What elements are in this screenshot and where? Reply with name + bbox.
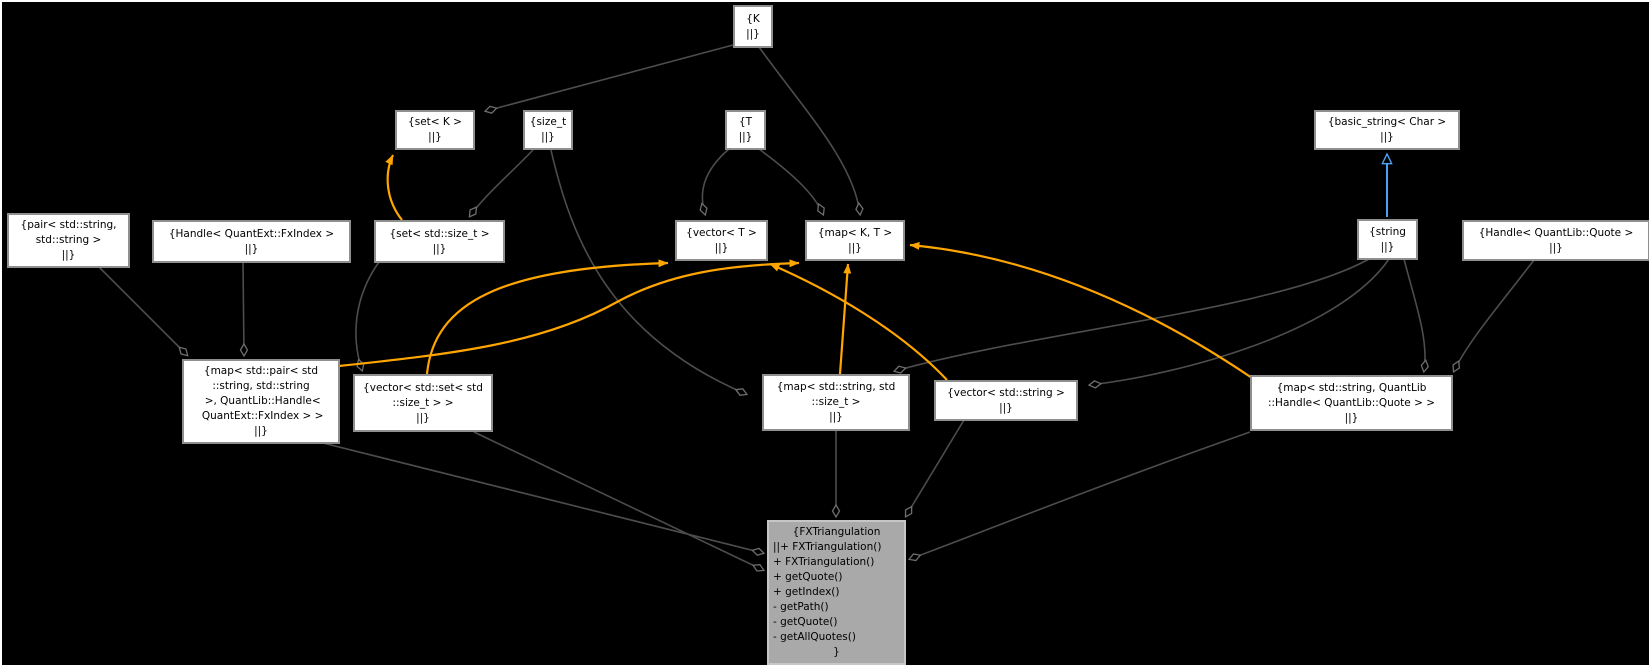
class-node-handle-quantext-fxindex[interactable]: {Handle< QuantExt::FxIndex > ||}	[152, 220, 351, 263]
node-label-line: ::Handle< QuantLib::Quote > >	[1267, 396, 1436, 409]
class-node-size-t[interactable]: {size_t ||}	[523, 110, 573, 150]
node-label-line: >, QuantLib::Handle<	[201, 395, 321, 407]
node-label-line: {set< std::size_t >	[389, 227, 490, 240]
node-label-line: {string	[1369, 225, 1406, 238]
edge-fxt-vectorset	[473, 431, 763, 570]
class-node-basic-string-char[interactable]: {basic_string< Char > ||}	[1314, 110, 1460, 150]
node-label-line: {map< std::pair< std	[203, 365, 319, 377]
edge-mapstringsizet-string	[895, 258, 1370, 371]
class-node-map-k-t[interactable]: {map< K, T > ||}	[805, 220, 905, 261]
edge-setsizet-sizet	[470, 149, 534, 216]
edge-fxt-vectorstring	[906, 419, 965, 516]
edge-fxt-mapquotes	[910, 431, 1251, 559]
node-label-line: ||}	[738, 131, 753, 143]
node-label-line: {vector< T >	[686, 226, 757, 239]
edge-vectorstring-vectort-template	[769, 262, 948, 381]
node-label-line: {basic_string< Char >	[1327, 116, 1447, 128]
class-node-map-string-handle-quote[interactable]: {map< std::string, QuantLib ::Handle< Qu…	[1250, 375, 1453, 431]
node-label-line: ||}	[714, 241, 729, 254]
class-node-map-pair-fxindex[interactable]: {map< std::pair< std ::string, std::stri…	[182, 359, 340, 444]
node-label-line: ||}	[432, 242, 447, 255]
node-label-line: - getPath()	[773, 601, 829, 613]
node-label-line: + getQuote()	[773, 571, 843, 583]
node-label-line: {set< K >	[408, 116, 462, 128]
edge-mapkt-t	[758, 148, 823, 214]
node-label-line: - getAllQuotes()	[773, 631, 856, 643]
node-label-line: std::string >	[35, 234, 102, 246]
node-label-line: {T	[738, 116, 753, 128]
edge-vectorstring-string	[1090, 258, 1390, 385]
edge-mapkt-k	[758, 46, 860, 214]
edge-mapquotes-mapkt-template	[909, 241, 1253, 379]
class-node-vector-string[interactable]: {vector< std::string > ||}	[934, 380, 1078, 421]
node-label-line: ||}	[746, 27, 760, 40]
node-label-line: ||}	[428, 131, 442, 143]
class-node-vector-t[interactable]: {vector< T > ||}	[675, 220, 768, 261]
node-label-line: ||}	[999, 401, 1013, 414]
node-label-line: {FXTriangulation	[792, 526, 881, 538]
node-label-line: ||}	[244, 242, 259, 255]
class-node-handle-quantlib-quote[interactable]: {Handle< QuantLib::Quote > ||}	[1462, 220, 1649, 261]
class-node-string[interactable]: {string ||}	[1357, 219, 1418, 260]
node-label-line: ::size_t > >	[392, 396, 454, 409]
node-label-line: {map< K, T >	[817, 226, 893, 239]
edge-setk-k	[486, 44, 734, 111]
node-label-line: + getIndex()	[773, 586, 840, 598]
node-label-line: {vector< std::string >	[947, 386, 1065, 399]
node-label-line: ||}	[61, 249, 76, 261]
node-label-line: {Handle< QuantLib::Quote >	[1478, 226, 1634, 239]
node-label-line: {vector< std::set< std	[363, 381, 483, 394]
node-label-line: {size_t	[529, 116, 567, 128]
node-label-line: ||}	[1344, 411, 1359, 424]
node-label-line: {K	[746, 12, 760, 25]
node-label-line: ||+ FXTriangulation()	[773, 541, 882, 553]
class-node-pair-string-string[interactable]: {pair< std::string, std::string > ||}	[7, 213, 130, 268]
node-label-line: QuantExt::FxIndex > >	[198, 410, 324, 422]
node-label-line: {Handle< QuantExt::FxIndex >	[168, 227, 335, 240]
edge-mappair-handlefx	[243, 261, 244, 355]
class-node-fxtriangulation[interactable]: {FXTriangulation ||+ FXTriangulation() +…	[767, 520, 906, 665]
class-node-k[interactable]: {K ||}	[733, 5, 773, 48]
node-label-line: ||}	[1380, 240, 1395, 253]
node-label-line: }	[833, 646, 840, 658]
node-label-line: {pair< std::string,	[20, 219, 117, 231]
edge-vectort-t	[702, 148, 730, 214]
edge-mapquotes-handlequote	[1454, 259, 1535, 371]
class-node-vector-set-size-t[interactable]: {vector< std::set< std ::size_t > > ||}	[353, 374, 493, 432]
node-label-line: {map< std::string, std	[776, 381, 896, 393]
edge-mappair-mapkt-template	[338, 259, 800, 368]
node-label-line: - getQuote()	[773, 616, 838, 628]
class-node-set-std-size-t[interactable]: {set< std::size_t > ||}	[374, 220, 505, 263]
node-label-line: ||}	[848, 241, 862, 254]
edge-mappair-pair	[98, 266, 187, 355]
class-node-set-k[interactable]: {set< K > ||}	[395, 110, 475, 150]
node-label-line: + FXTriangulation()	[773, 556, 875, 568]
node-label-line: ::size_t >	[811, 396, 861, 408]
node-label-line: ||}	[1380, 131, 1394, 143]
node-label-line: ||}	[1549, 241, 1563, 254]
edge-setsizet-setk-template	[385, 154, 403, 221]
node-label-line: ||}	[254, 425, 268, 437]
edge-vectorset-setsizet	[355, 261, 380, 370]
edge-mapstringsizet-sizet	[550, 149, 746, 394]
edge-fxt-mappair	[322, 442, 763, 553]
edge-vectorset-vectort-template	[425, 259, 669, 375]
node-label-line: ||}	[829, 411, 843, 423]
node-label-line: ::string, std::string	[212, 380, 310, 392]
class-node-t[interactable]: {T ||}	[725, 110, 766, 150]
node-label-line: ||}	[416, 411, 430, 424]
node-label-line: ||}	[541, 131, 555, 143]
edge-mapstringsizet-mapkt-template	[838, 263, 852, 375]
edge-mapquotes-string	[1403, 258, 1425, 371]
class-node-map-string-size-t[interactable]: {map< std::string, std ::size_t > ||}	[762, 374, 910, 431]
node-label-line: {map< std::string, QuantLib	[1276, 381, 1427, 394]
